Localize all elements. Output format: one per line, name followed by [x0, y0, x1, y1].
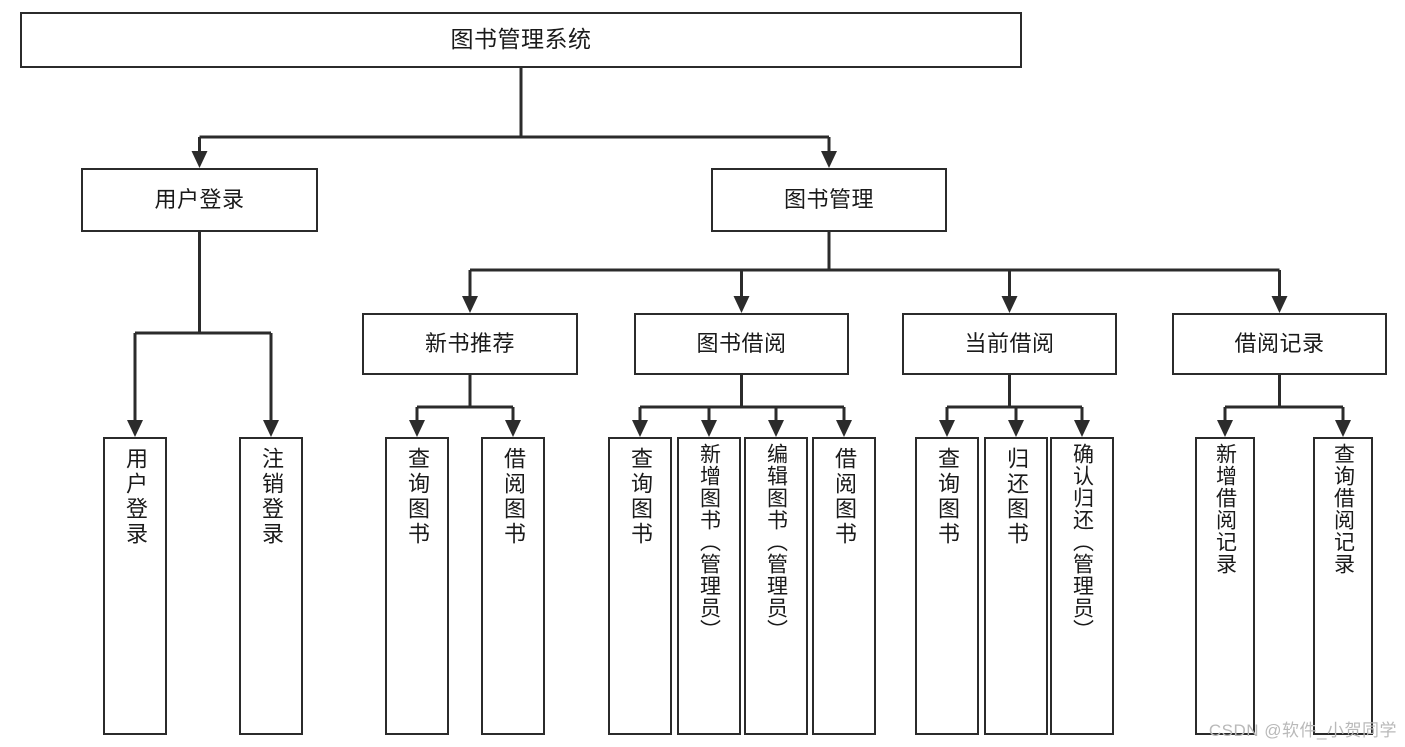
- node-label: 借阅图书: [832, 447, 857, 547]
- arrowhead-icon-bookmgmt: [821, 151, 837, 168]
- node-l-query2[interactable]: 查询图书: [608, 437, 672, 735]
- arrowhead-icon-l-return: [1008, 420, 1024, 437]
- node-label: 编辑图书（管理员）: [764, 443, 788, 641]
- node-l-queryrec[interactable]: 查询借阅记录: [1313, 437, 1373, 735]
- node-l-addrec[interactable]: 新增借阅记录: [1195, 437, 1255, 735]
- arrowhead-icon-l-login: [127, 420, 143, 437]
- node-l-login[interactable]: 用户登录: [103, 437, 167, 735]
- arrowhead-icon-l-edit: [768, 420, 784, 437]
- node-label: 确认归还（管理员）: [1070, 443, 1094, 641]
- arrowhead-icon-login: [191, 151, 208, 168]
- node-label: 查询图书: [935, 447, 960, 547]
- arrowhead-icon-l-borrow2: [836, 420, 852, 437]
- arrowhead-icon-l-add: [701, 420, 717, 437]
- node-label: 归还图书: [1004, 447, 1029, 547]
- arrowhead-icon-l-query3: [939, 420, 955, 437]
- arrowhead-icon-borrow: [733, 296, 750, 313]
- node-bookmgmt[interactable]: 图书管理: [711, 168, 947, 232]
- node-label: 图书管理系统: [450, 26, 592, 53]
- node-label: 新增借阅记录: [1213, 443, 1237, 575]
- node-label: 新书推荐: [424, 330, 515, 356]
- arrowhead-icon-l-query1: [409, 420, 425, 437]
- arrowhead-icon-newbook: [462, 296, 478, 313]
- node-label: 用户登录: [154, 186, 245, 212]
- arrowhead-icon-current: [1001, 296, 1018, 313]
- node-label: 用户登录: [123, 447, 148, 547]
- node-label: 注销登录: [259, 447, 284, 547]
- arrowhead-icon-l-logout: [263, 420, 279, 437]
- node-l-return[interactable]: 归还图书: [984, 437, 1048, 735]
- arrowhead-icon-records: [1271, 296, 1288, 313]
- node-label: 借阅记录: [1234, 330, 1325, 356]
- node-login[interactable]: 用户登录: [81, 168, 318, 232]
- node-l-borrow1[interactable]: 借阅图书: [481, 437, 545, 735]
- arrowhead-icon-l-borrow1: [505, 420, 521, 437]
- arrowhead-icon-l-queryrec: [1335, 420, 1351, 437]
- node-root[interactable]: 图书管理系统: [20, 12, 1022, 68]
- node-l-query3[interactable]: 查询图书: [915, 437, 979, 735]
- node-l-confirm[interactable]: 确认归还（管理员）: [1050, 437, 1114, 735]
- node-label: 借阅图书: [501, 447, 526, 547]
- node-label: 图书借阅: [696, 330, 787, 356]
- node-l-edit[interactable]: 编辑图书（管理员）: [744, 437, 808, 735]
- node-borrow[interactable]: 图书借阅: [634, 313, 849, 375]
- node-current[interactable]: 当前借阅: [902, 313, 1117, 375]
- node-l-query1[interactable]: 查询图书: [385, 437, 449, 735]
- node-l-borrow2[interactable]: 借阅图书: [812, 437, 876, 735]
- node-l-logout[interactable]: 注销登录: [239, 437, 303, 735]
- node-label: 查询借阅记录: [1331, 443, 1355, 575]
- node-label: 当前借阅: [964, 330, 1055, 356]
- node-l-add[interactable]: 新增图书（管理员）: [677, 437, 741, 735]
- arrowhead-icon-l-query2: [632, 420, 648, 437]
- node-records[interactable]: 借阅记录: [1172, 313, 1387, 375]
- arrowhead-icon-l-confirm: [1074, 420, 1090, 437]
- node-label: 新增图书（管理员）: [697, 443, 721, 641]
- node-label: 查询图书: [628, 447, 653, 547]
- node-newbook[interactable]: 新书推荐: [362, 313, 578, 375]
- node-label: 查询图书: [405, 447, 430, 547]
- node-label: 图书管理: [783, 186, 874, 212]
- arrowhead-icon-l-addrec: [1217, 420, 1233, 437]
